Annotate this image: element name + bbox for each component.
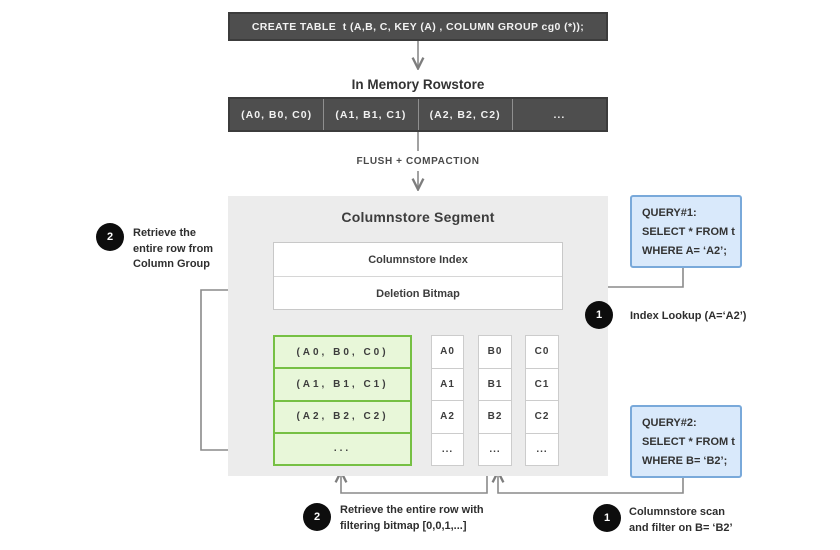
column-cell: ... bbox=[478, 433, 512, 466]
query2-box: QUERY#2: SELECT * FROM t WHERE B= ‘B2’; bbox=[630, 405, 742, 478]
column-cell: C1 bbox=[525, 368, 559, 401]
step-badge: 2 bbox=[96, 223, 124, 251]
column-group-row: (A0, B0, C0) bbox=[296, 346, 389, 358]
flush-compaction-label: FLUSH + COMPACTION bbox=[356, 155, 480, 167]
column-a-stack: A0 A1 A2 ... bbox=[431, 335, 464, 466]
step-badge: 2 bbox=[303, 503, 331, 531]
columnstore-scan-label: Columnstore scan and filter on B= ‘B2’ bbox=[629, 506, 733, 534]
rowstore-bar: (A0, B0, C0) (A1, B1, C1) (A2, B2, C2) .… bbox=[228, 97, 608, 132]
index-lookup-label: Index Lookup (A=‘A2’) bbox=[630, 310, 747, 322]
query2-line: SELECT * FROM t bbox=[642, 436, 735, 448]
rowstore-cell: (A1, B1, C1) bbox=[324, 99, 419, 130]
step-badge: 1 bbox=[585, 301, 613, 329]
column-cell: A2 bbox=[431, 401, 464, 434]
column-cell: ... bbox=[525, 433, 559, 466]
query1-line: WHERE A= ‘A2’; bbox=[642, 245, 727, 257]
query1-line: QUERY#1: bbox=[642, 207, 697, 219]
query2-line: WHERE B= ‘B2’; bbox=[642, 455, 728, 467]
rowstore-title: In Memory Rowstore bbox=[351, 76, 485, 92]
column-cell: A1 bbox=[431, 368, 464, 401]
column-group-row: (A1, B1, C1) bbox=[275, 367, 410, 399]
rowstore-cell: (A0, B0, C0) bbox=[230, 99, 325, 130]
column-cell: ... bbox=[431, 433, 464, 466]
step-badge: 1 bbox=[593, 504, 621, 532]
column-cell: C2 bbox=[525, 401, 559, 434]
column-cell: B0 bbox=[478, 335, 512, 369]
column-group-row: (A2, B2, C2) bbox=[275, 399, 410, 432]
columnstore-index-box: Columnstore Index bbox=[368, 253, 468, 266]
deletion-bitmap-box: Deletion Bitmap bbox=[274, 276, 562, 310]
query1-line: SELECT * FROM t bbox=[642, 226, 735, 238]
rowstore-cell: (A2, B2, C2) bbox=[419, 99, 513, 130]
query2-line: QUERY#2: bbox=[642, 417, 697, 429]
column-group-row: ... bbox=[275, 431, 410, 464]
column-c-stack: C0 C1 C2 ... bbox=[525, 335, 559, 466]
column-b-stack: B0 B1 B2 ... bbox=[478, 335, 512, 466]
create-table-statement: CREATE TABLE t (A,B, C, KEY (A) , COLUMN… bbox=[228, 12, 608, 41]
column-group-rows: (A0, B0, C0) (A1, B1, C1) (A2, B2, C2) .… bbox=[273, 335, 412, 466]
retrieve-column-group-label: Retrieve the entire row from Column Grou… bbox=[133, 227, 214, 270]
retrieve-filtering-label: Retrieve the entire row with filtering b… bbox=[340, 504, 484, 532]
index-bitmap-stack: Columnstore Index Deletion Bitmap bbox=[273, 242, 563, 310]
column-cell: A0 bbox=[431, 335, 464, 369]
column-cell: C0 bbox=[525, 335, 559, 369]
column-cell: B2 bbox=[478, 401, 512, 434]
query1-box: QUERY#1: SELECT * FROM t WHERE A= ‘A2’; bbox=[630, 195, 742, 268]
column-cell: B1 bbox=[478, 368, 512, 401]
rowstore-cell: ... bbox=[553, 108, 566, 121]
columnstore-segment-title: Columnstore Segment bbox=[341, 209, 495, 225]
